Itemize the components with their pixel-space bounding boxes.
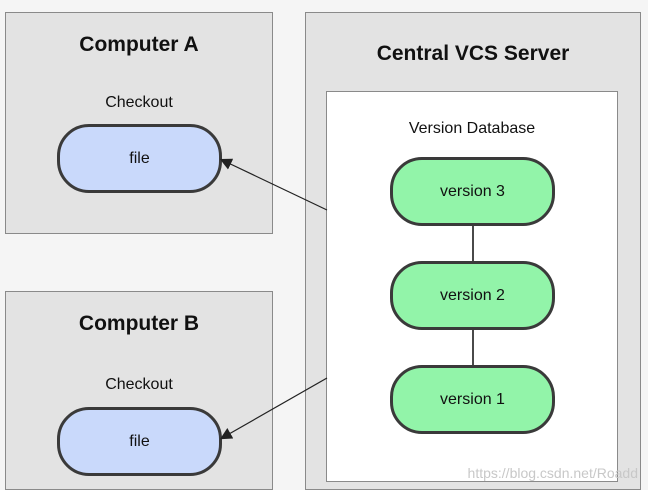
computer-b-file: file: [57, 407, 222, 476]
computer-b-file-label: file: [129, 432, 150, 450]
watermark-text: https://blog.csdn.net/Roadd: [467, 465, 638, 481]
version-1-label: version 1: [440, 390, 505, 408]
server-title: Central VCS Server: [376, 42, 570, 65]
version-connector: [472, 330, 474, 365]
computer-a-title: Computer A: [79, 33, 199, 56]
version-2-label: version 2: [440, 286, 505, 304]
computer-a-file-label: file: [129, 149, 150, 167]
version-connector: [472, 225, 474, 261]
computer-a-file: file: [57, 124, 222, 193]
version-database-label: Version Database: [408, 120, 536, 137]
computer-b-title: Computer B: [78, 312, 200, 335]
computer-a-box: Computer A Checkout file: [5, 12, 273, 234]
computer-a-checkout-label: Checkout: [105, 94, 173, 111]
computer-b-box: Computer B Checkout file: [5, 291, 273, 490]
version-3-label: version 3: [440, 182, 505, 200]
checkout-arrow-b: [219, 377, 328, 440]
version-1-node: version 1: [390, 365, 555, 434]
version-3-node: version 3: [390, 157, 555, 226]
checkout-arrow-a: [219, 158, 328, 211]
version-2-node: version 2: [390, 261, 555, 330]
computer-b-checkout-label: Checkout: [105, 376, 173, 393]
